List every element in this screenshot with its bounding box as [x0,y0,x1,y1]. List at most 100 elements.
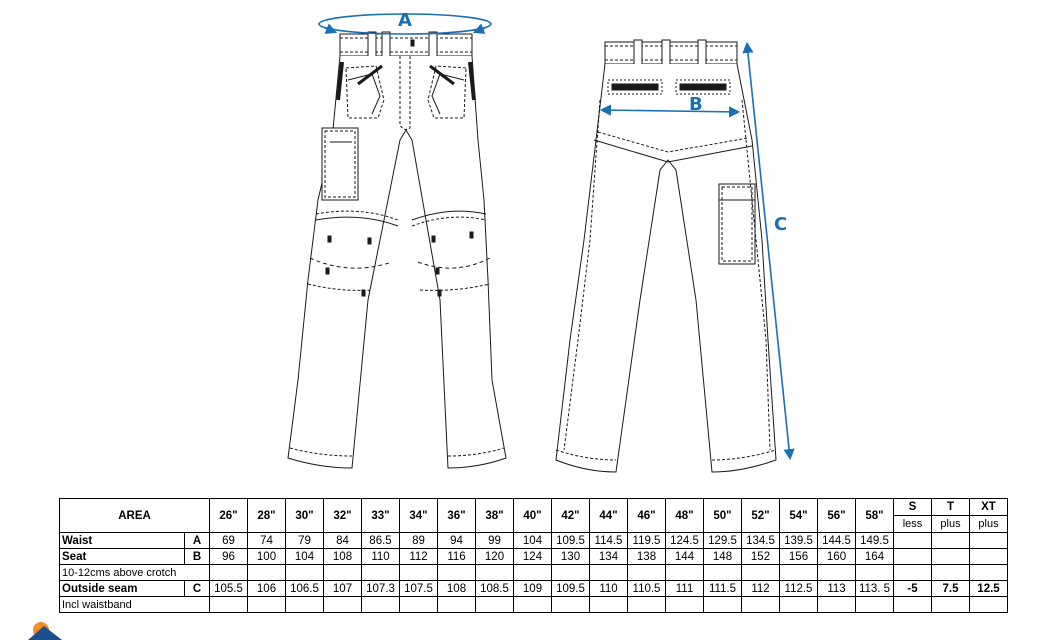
table-cell: 134 [589,548,628,565]
table-cell: 107 [323,580,362,597]
size-header: 48" [665,498,704,533]
empty-cell [399,564,438,581]
leg-adjust-cell: 7.5 [931,580,970,597]
table-cell: 139.5 [779,532,818,549]
empty-cell [855,564,894,581]
leg-adjust-cell [969,532,1008,549]
measure-label-b: B [689,94,703,115]
back-view [555,39,777,473]
empty-cell [209,596,248,613]
empty-cell [741,596,780,613]
row-sublabel: Incl waistband [59,596,210,613]
table-cell: 138 [627,548,666,565]
table-cell: 105.5 [209,580,248,597]
empty-cell [627,596,666,613]
empty-cell [779,564,818,581]
row-sublabel: 10-12cms above crotch [59,564,210,581]
table-cell: 109.5 [551,532,590,549]
empty-cell [437,596,476,613]
leg-length-header: T [931,498,970,516]
empty-cell [589,596,628,613]
table-cell: 108 [323,548,362,565]
empty-cell [817,564,856,581]
empty-cell [209,564,248,581]
empty-cell [399,596,438,613]
empty-cell [475,564,514,581]
empty-cell [361,564,400,581]
empty-cell [703,564,742,581]
table-row: 10-12cms above crotch [59,564,1008,581]
table-cell: 148 [703,548,742,565]
table-cell: 111 [665,580,704,597]
table-cell: 124.5 [665,532,704,549]
size-header: 26" [209,498,248,533]
empty-cell [513,564,552,581]
table-cell: 109.5 [551,580,590,597]
leg-length-header: S [893,498,932,516]
leg-adjust-cell [969,548,1008,565]
leg-adjust-cell [893,532,932,549]
size-header: 36" [437,498,476,533]
size-header: 42" [551,498,590,533]
size-header: 40" [513,498,552,533]
measure-label-c: C [774,214,788,235]
table-cell: 152 [741,548,780,565]
table-cell: 113. 5 [855,580,894,597]
leg-adjust-cell: 12.5 [969,580,1008,597]
table-cell: 110 [589,580,628,597]
size-header: 33" [361,498,400,533]
table-cell: 84 [323,532,362,549]
empty-cell [893,596,932,613]
area-header: AREA [59,498,210,533]
empty-cell [855,596,894,613]
empty-cell [475,596,514,613]
outside-seam-measure-line [742,41,795,461]
front-view [287,31,507,469]
empty-cell [665,564,704,581]
empty-cell [323,596,362,613]
table-cell: 119.5 [627,532,666,549]
size-header: 32" [323,498,362,533]
size-header: 28" [247,498,286,533]
size-header: 58" [855,498,894,533]
table-cell: 107.5 [399,580,438,597]
table-cell: 160 [817,548,856,565]
empty-cell [513,596,552,613]
size-header: 50" [703,498,742,533]
table-cell: 134.5 [741,532,780,549]
table-cell: 116 [437,548,476,565]
size-header: 52" [741,498,780,533]
empty-cell [741,564,780,581]
table-cell: 110.5 [627,580,666,597]
table-cell: 94 [437,532,476,549]
table-cell: 144.5 [817,532,856,549]
table-cell: 120 [475,548,514,565]
empty-cell [437,564,476,581]
table-cell: 86.5 [361,532,400,549]
size-header: 38" [475,498,514,533]
table-cell: 111.5 [703,580,742,597]
table-cell: 112 [399,548,438,565]
table-cell: 112.5 [779,580,818,597]
empty-cell [551,596,590,613]
table-cell: 109 [513,580,552,597]
table-cell: 156 [779,548,818,565]
table-row: Incl waistband [59,596,1008,613]
table-cell: 124 [513,548,552,565]
table-cell: 108.5 [475,580,514,597]
leg-adjust-cell [931,548,970,565]
empty-cell [285,596,324,613]
empty-cell [247,596,286,613]
measure-lines [318,13,795,461]
table-cell: 89 [399,532,438,549]
empty-cell [893,564,932,581]
table-cell: 106.5 [285,580,324,597]
table-cell: 144 [665,548,704,565]
empty-cell [665,596,704,613]
table-cell: 110 [361,548,400,565]
size-header: 54" [779,498,818,533]
